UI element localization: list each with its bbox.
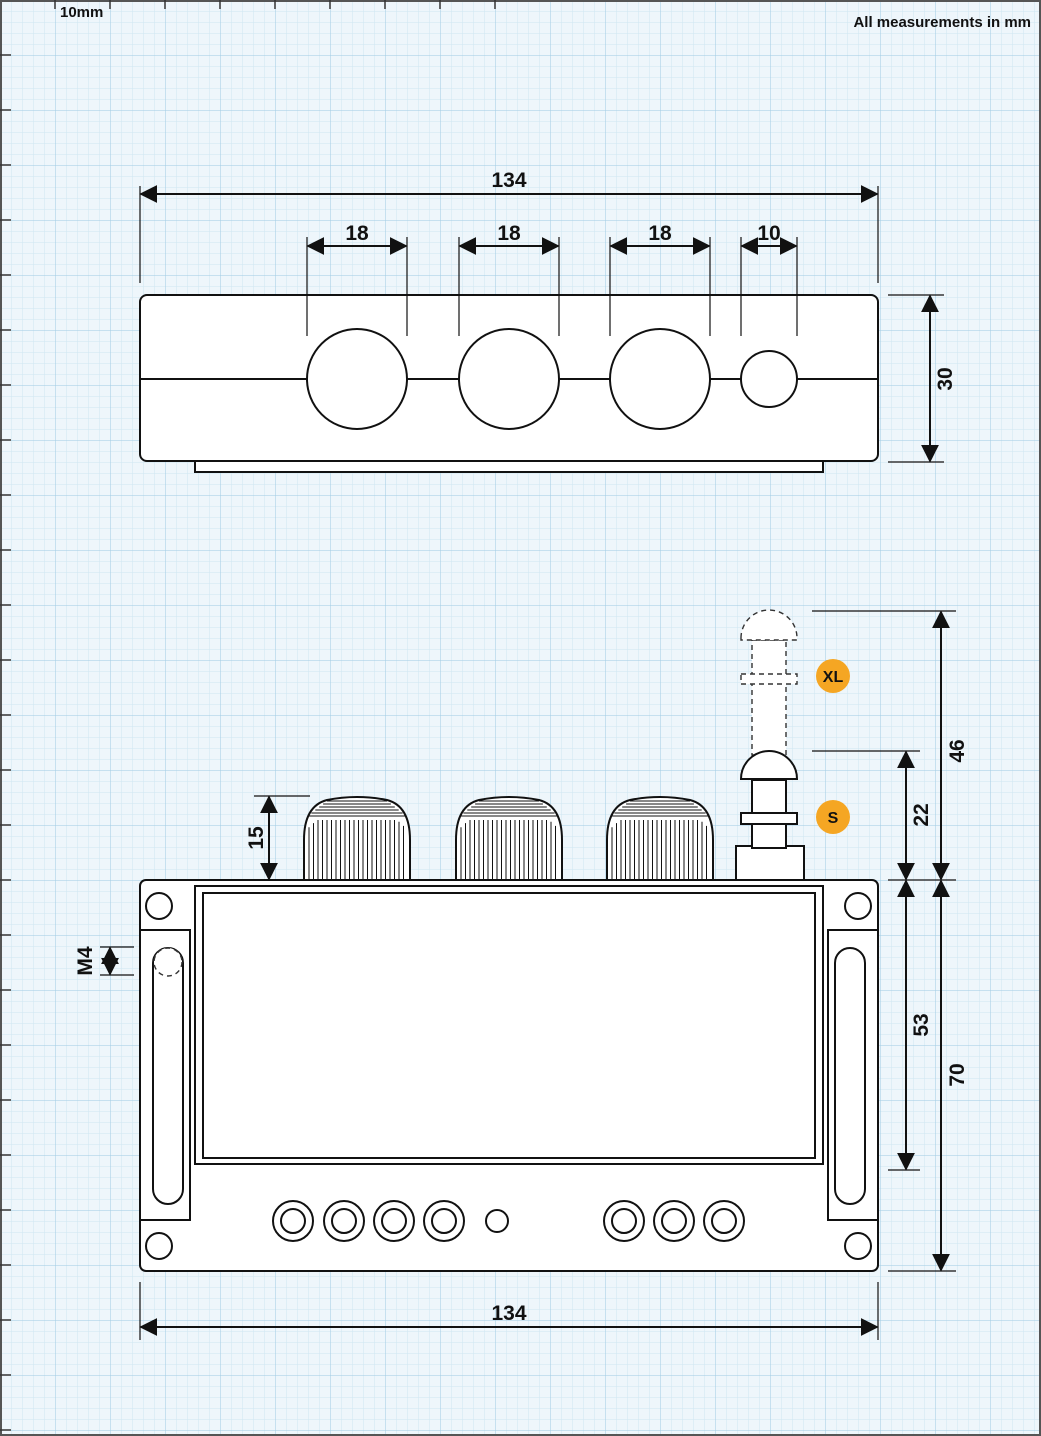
scale-label: 10mm — [60, 4, 103, 21]
footswitch-icon[interactable] — [735, 750, 805, 883]
s-height-label: 22 — [910, 803, 933, 826]
knob-shaft-3 — [609, 328, 711, 430]
jack-connector[interactable] — [272, 1200, 314, 1242]
knurled-knob-icon[interactable] — [606, 796, 714, 881]
jack-connector[interactable] — [423, 1200, 465, 1242]
display-screen — [202, 892, 816, 1159]
corner-screw-bl — [145, 1232, 173, 1260]
units-note: All measurements in mm — [853, 14, 1031, 31]
knob-shaft-2 — [458, 328, 560, 430]
led-indicator — [485, 1209, 509, 1233]
front-width-label: 134 — [491, 1302, 526, 1325]
io-connectors — [272, 1200, 745, 1242]
knurled-knob-icon[interactable] — [303, 796, 411, 881]
jack-connector[interactable] — [653, 1200, 695, 1242]
badge-xl: XL — [823, 669, 844, 686]
badge-xl-circle — [816, 659, 850, 693]
corner-screw-tl — [145, 892, 173, 920]
footswitch-xl-outline — [740, 609, 798, 756]
knob-2-diameter-label: 18 — [497, 222, 521, 245]
jack-connector[interactable] — [373, 1200, 415, 1242]
screen-height-label: 53 — [910, 1013, 933, 1036]
jack-connector[interactable] — [323, 1200, 365, 1242]
jack-connector[interactable] — [603, 1200, 645, 1242]
jack-hole — [740, 350, 798, 408]
top-height-label: 30 — [934, 367, 957, 390]
jack-connector[interactable] — [703, 1200, 745, 1242]
badge-s-circle — [816, 800, 850, 834]
knob-height-label: 15 — [245, 826, 268, 850]
knobs — [303, 796, 714, 881]
knob-3-diameter-label: 18 — [648, 222, 672, 245]
mount-hole-label: M4 — [74, 946, 97, 975]
xl-height-label: 46 — [946, 739, 969, 762]
right-mount-slot — [834, 947, 866, 1205]
knurled-knob-icon[interactable] — [455, 796, 563, 881]
top-width-label: 134 — [491, 169, 526, 192]
corner-screw-br — [844, 1232, 872, 1260]
left-mount-slot — [152, 947, 184, 1205]
ruler-ticks — [0, 0, 496, 1431]
mount-hole-hidden — [153, 947, 183, 977]
body-height-label: 70 — [946, 1063, 969, 1086]
badge-s: S — [828, 810, 839, 827]
knob-1-diameter-label: 18 — [345, 222, 369, 245]
top-view: 134 18 18 18 10 30 — [139, 169, 957, 473]
corner-screw-tr — [844, 892, 872, 920]
jack-diameter-label: 10 — [757, 222, 780, 245]
knob-shaft-1 — [306, 328, 408, 430]
front-view: 15 M4 46 22 53 70 134 XL S — [74, 609, 969, 1340]
